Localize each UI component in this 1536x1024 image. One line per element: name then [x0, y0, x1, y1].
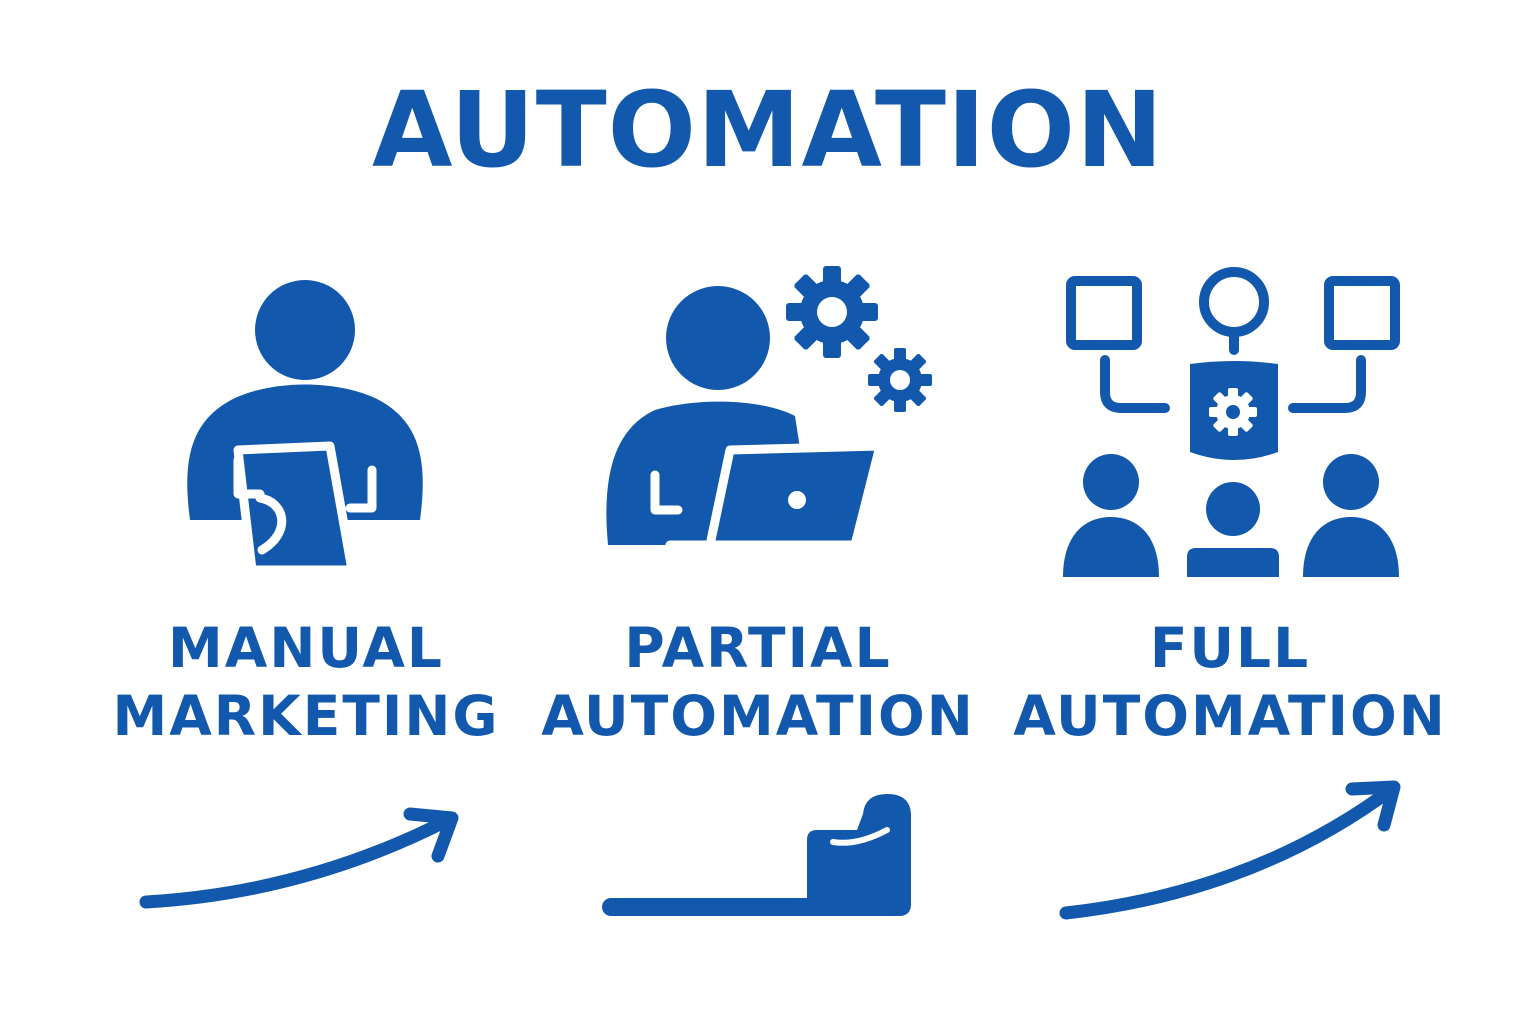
- large-gear-icon: [786, 266, 878, 358]
- stage-label-partial: PARTIAL AUTOMATION: [508, 614, 1008, 750]
- stage-label-manual: MANUAL MARKETING: [56, 614, 556, 750]
- page-title: AUTOMATION: [371, 69, 1165, 191]
- stage-label-full: FULL AUTOMATION: [980, 614, 1480, 750]
- center-gear-icon: [1209, 388, 1257, 436]
- curved-arrow-icon: [1059, 780, 1401, 920]
- label-line-1: PARTIAL: [624, 616, 892, 680]
- label-line-2: AUTOMATION: [541, 684, 975, 748]
- label-line-1: MANUAL: [168, 616, 444, 680]
- label-line-2: AUTOMATION: [1013, 684, 1447, 748]
- small-gear-icon: [868, 348, 932, 412]
- curved-arrow-icon: [139, 807, 459, 909]
- person-holding-tablet-icon: [187, 280, 423, 575]
- label-line-1: FULL: [1149, 616, 1311, 680]
- person-laptop-gears-icon: [606, 266, 932, 550]
- automation-network-people-icon: [1063, 267, 1400, 577]
- label-line-2: MARKETING: [112, 684, 500, 748]
- step-graph-icon: [602, 794, 911, 916]
